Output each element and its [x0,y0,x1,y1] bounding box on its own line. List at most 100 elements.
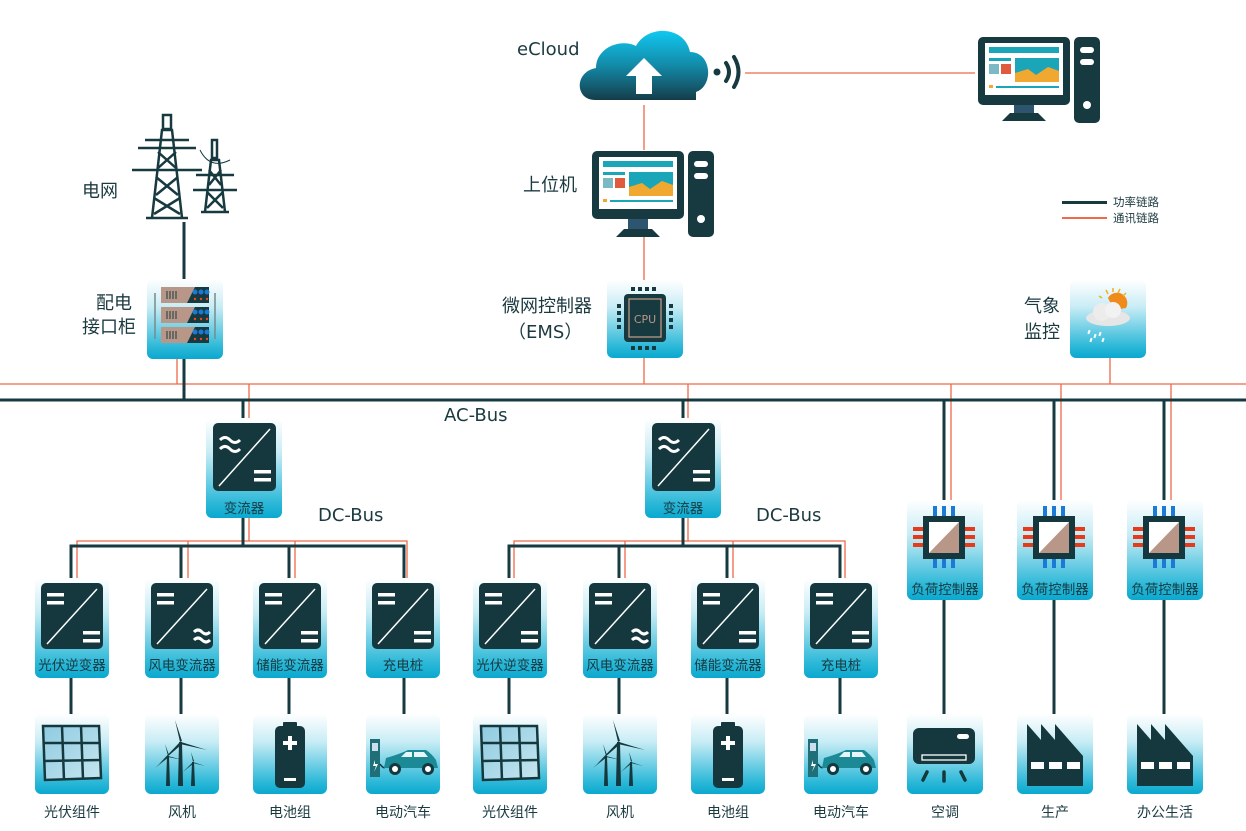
source-node-1-2[interactable] [145,714,219,794]
air-conditioner-icon [913,728,975,783]
cpu-chip-icon: CPU [617,287,673,350]
device-converter-label: 充电桩 [820,658,862,674]
load-controller-2[interactable]: 负荷控制器 [1017,500,1093,600]
ems-node[interactable]: CPU [607,280,683,358]
remote-desktop-icon[interactable] [978,37,1100,123]
legend-power-swatch [1062,200,1107,204]
factory-icon [1027,724,1083,786]
source-label: 风机 [168,805,196,821]
converter-node-1[interactable]: 变流器 [206,418,282,518]
device-converter-2-4[interactable]: 充电桩 [804,578,878,678]
device-converter-2-3[interactable]: 储能变流器 [691,578,765,678]
device-converter-2-1[interactable]: 光伏逆变器 [473,578,547,678]
device-converter-label: 储能变流器 [256,658,324,674]
dist-cabinet-node[interactable] [147,279,223,359]
device-converter-label: 充电桩 [382,658,424,674]
cloud-label: eCloud [517,39,580,60]
weather-node[interactable] [1070,280,1146,358]
weather-label-line2: 监控 [1024,322,1060,343]
ev-charging-car-icon [370,739,438,777]
device-converter-1-3[interactable]: 储能变流器 [253,578,327,678]
device-converter-label: 储能变流器 [694,658,762,674]
cloud-upload-icon[interactable] [579,30,709,100]
battery-icon [275,722,305,788]
wind-turbine-icon [155,720,207,786]
converter-label-1: 变流器 [223,501,265,517]
comm-links [0,72,1246,578]
device-converter-2-2[interactable]: 风电变流器 [583,578,657,678]
source-label: 电池组 [269,805,311,821]
load-label: 生产 [1041,805,1069,821]
solar-panel-icon [479,724,541,782]
converter-node-2[interactable]: 变流器 [645,418,721,518]
source-node-2-4[interactable] [804,714,878,794]
legend: 功率链路 通讯链路 [1062,194,1159,226]
legend-comm: 通讯链路 [1062,210,1159,226]
dc-dc-converter-icon [372,583,434,649]
ac-dc-converter-icon [213,423,276,491]
wireless-signal-icon [713,55,741,89]
source-node-1-4[interactable] [366,714,440,794]
load-label: 空调 [931,805,959,821]
dc-bus-label-1: DC-Bus [318,505,384,526]
legend-power-text: 功率链路 [1113,195,1159,209]
ac-dc-converter-icon [652,423,715,491]
load-controller-chip-icon [1133,506,1195,568]
source-label: 电动汽车 [813,805,869,821]
legend-comm-text: 通讯链路 [1113,211,1159,225]
converter-label-2: 变流器 [662,501,704,517]
grid-label: 电网 [82,181,118,202]
dc-dc-converter-icon [479,583,541,649]
device-converter-1-1[interactable]: 光伏逆变器 [35,578,109,678]
source-label: 电动汽车 [375,805,431,821]
legend-comm-swatch [1062,217,1107,219]
battery-icon [713,722,743,788]
source-node-2-2[interactable] [583,714,657,794]
load-node-2[interactable] [1017,714,1093,794]
power-tower-icon [132,113,237,220]
dc-bus-label-2: DC-Bus [756,505,822,526]
power-links [0,222,1246,714]
ac-bus-label: AC-Bus [444,405,508,426]
device-converter-label: 光伏逆变器 [476,658,544,674]
weather-label-line1: 气象 [1024,296,1060,317]
load-label: 办公生活 [1137,805,1193,821]
device-converter-label: 光伏逆变器 [38,658,106,674]
dc-dc-converter-icon [41,583,103,649]
dc-ac-converter-icon [589,583,651,649]
source-node-1-3[interactable] [253,714,327,794]
device-converter-1-2[interactable]: 风电变流器 [145,578,219,678]
ev-charging-car-icon [808,739,876,777]
load-controller-1[interactable]: 负荷控制器 [907,500,983,600]
server-rack-icon [154,287,216,344]
source-node-2-3[interactable] [691,714,765,794]
dist-cabinet-label: 配电 接口柜 [82,292,148,340]
power-dc-bus-1 [69,544,406,578]
device-converter-label: 风电变流器 [148,658,216,674]
weather-label: 气象 监控 [1024,294,1060,346]
source-label: 电池组 [707,805,749,821]
ems-label-line1: 微网控制器 [502,296,592,317]
cpu-text: CPU [634,313,656,326]
load-controller-label: 负荷控制器 [911,582,979,598]
dist-cabinet-label-line2: 接口柜 [82,317,136,338]
source-label: 风机 [606,805,634,821]
load-controller-chip-icon [913,506,975,568]
dist-cabinet-label-line1: 配电 [96,293,132,314]
solar-panel-icon [41,724,103,782]
factory-icon [1137,724,1193,786]
source-node-2-1[interactable] [473,714,547,794]
dc-ac-converter-icon [151,583,213,649]
device-converter-1-4[interactable]: 充电桩 [366,578,440,678]
dc-dc-converter-icon [259,583,321,649]
comm-dc1 [76,518,250,578]
wind-turbine-icon [593,720,645,786]
load-controller-3[interactable]: 负荷控制器 [1127,500,1203,600]
source-node-1-1[interactable] [35,714,109,794]
host-computer-icon[interactable] [592,151,714,237]
load-node-1[interactable] [907,714,983,794]
host-label: 上位机 [523,175,577,196]
ems-label: 微网控制器 （EMS） [502,294,592,346]
load-node-3[interactable] [1127,714,1203,794]
